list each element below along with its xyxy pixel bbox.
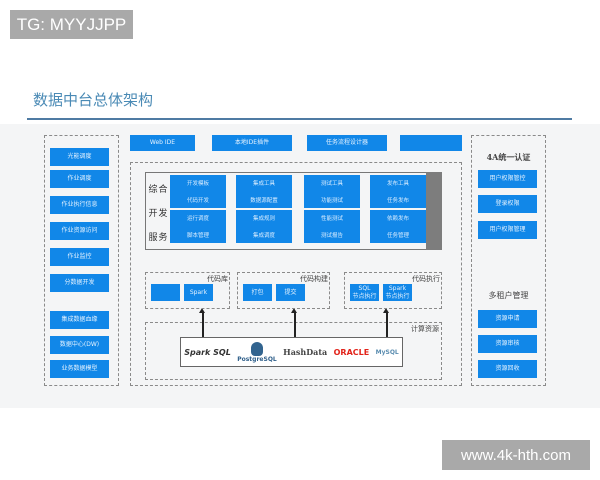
dev-service-cell-label: 脚本管理 <box>186 232 209 239</box>
oracle-logo: ORACLE <box>333 347 370 357</box>
auth-item: 登录权限 <box>478 195 537 213</box>
compute-resources-title: 计算资源 <box>411 325 439 333</box>
left-panel-item: 作业资源访问 <box>50 222 109 240</box>
dev-service-cell-label: 测试报告 <box>320 232 343 239</box>
dev-label-char: 服 <box>148 232 158 243</box>
dev-service-cell-label: 代码开发 <box>186 197 209 204</box>
code-section-item: SQL 节点执行 <box>350 284 379 301</box>
dev-service-box <box>145 172 428 250</box>
code-section-item: 打包 <box>243 284 272 301</box>
dev-service-cell: 开发模板代码开发 <box>170 175 226 208</box>
tenant-item: 资源申请 <box>478 310 537 328</box>
arrow-icon <box>199 308 205 337</box>
dev-service-cell-label: 开发模板 <box>186 181 209 188</box>
tenant-title: 多租户管理 <box>488 291 529 300</box>
left-panel <box>44 135 119 386</box>
dev-service-cell-label: 运行调度 <box>186 216 209 223</box>
dev-service-cell: 发布工具任务发布 <box>370 175 426 208</box>
arrow-icon <box>291 308 297 337</box>
code-section-item <box>151 284 180 301</box>
dev-service-cell-label: 集成调度 <box>252 232 275 239</box>
tenant-item: 资源审核 <box>478 335 537 353</box>
dev-service-cell-label: 集成规则 <box>252 216 275 223</box>
dev-service-cell: 测试工具功能测试 <box>304 175 360 208</box>
title-divider <box>27 118 572 120</box>
top-button <box>400 135 462 151</box>
code-section-title: 代码执行 <box>412 275 440 283</box>
dev-service-cell: 运行调度脚本管理 <box>170 210 226 243</box>
left-panel-item: 集成数据血缘 <box>50 311 109 329</box>
postgresql-elephant-icon <box>250 341 263 356</box>
left-panel-item: 作业调度 <box>50 170 109 188</box>
postgresql-logo: PostgreSQL <box>237 341 277 363</box>
page-title: 数据中台总体架构 <box>33 91 154 109</box>
watermark-top-left: TG: MYYJJPP <box>10 10 133 39</box>
dev-service-cell-label: 功能测试 <box>320 197 343 204</box>
tenant-item: 资源回收 <box>478 360 537 378</box>
dev-label-char: 发 <box>158 208 168 219</box>
left-panel-item: 业务数据模型 <box>50 360 109 378</box>
mysql-logo: MySQL <box>375 348 399 356</box>
code-section-panel <box>237 272 330 309</box>
right-panel <box>471 135 546 386</box>
left-panel-item: 分数据开发 <box>50 274 109 292</box>
auth-title: 4A统一认证 <box>486 152 531 162</box>
auth-item: 用户权限管理 <box>478 221 537 239</box>
left-panel-item: 作业执行信息 <box>50 196 109 214</box>
code-section-title: 代码库 <box>207 275 228 283</box>
dev-service-cell-label: 测试工具 <box>320 181 343 188</box>
code-section-panel <box>145 272 230 309</box>
top-button: Web IDE <box>130 135 195 151</box>
dev-service-cell-label: 任务管理 <box>386 232 409 239</box>
code-section-item: 提交 <box>276 284 305 301</box>
dev-service-cell-label: 集成工具 <box>252 181 275 188</box>
compute-resources-panel <box>145 322 442 380</box>
dev-service-scroll-bar <box>426 172 442 250</box>
dev-service-cell: 集成工具数据源配置 <box>236 175 292 208</box>
auth-item: 用户权限管控 <box>478 170 537 188</box>
main-panel <box>130 162 462 386</box>
arrow-icon <box>383 308 389 337</box>
dev-service-label: 综合开发服务 <box>148 176 168 248</box>
hashdata-logo: HashData <box>283 347 328 357</box>
dev-service-cell-label: 任务发布 <box>386 197 409 204</box>
top-button: 本地IDE插件 <box>212 135 292 151</box>
left-panel-item: 数据中心(DW) <box>50 336 109 354</box>
left-panel-item: 光能调度 <box>50 148 109 166</box>
top-button: 任务流程设计器 <box>307 135 387 151</box>
watermark-bottom-right: www.4k-hth.com <box>442 440 590 470</box>
dev-service-cell-label: 依赖发布 <box>386 216 409 223</box>
postgresql-logo-text: PostgreSQL <box>237 355 277 363</box>
code-section-title: 代码构建 <box>300 275 328 283</box>
dev-service-cell: 依赖发布任务管理 <box>370 210 426 243</box>
dev-service-cell-label: 性能测试 <box>320 216 343 223</box>
code-section-item: Spark <box>184 284 213 301</box>
dev-label-char: 综 <box>148 184 158 195</box>
left-panel-item: 作业监控 <box>50 248 109 266</box>
spark-sql-logo: Spark SQL <box>184 347 231 357</box>
code-section-item: Spark 节点执行 <box>383 284 412 301</box>
dev-service-cell: 集成规则集成调度 <box>236 210 292 243</box>
code-section-panel <box>344 272 442 309</box>
dev-service-cell-label: 发布工具 <box>386 181 409 188</box>
compute-logos-box: Spark SQL PostgreSQL HashData ORACLE MyS… <box>180 337 403 367</box>
dev-label-char: 务 <box>158 232 168 243</box>
dev-label-char: 合 <box>158 184 168 195</box>
dev-service-cell-label: 数据源配置 <box>250 197 278 204</box>
dev-service-cell: 性能测试测试报告 <box>304 210 360 243</box>
dev-label-char: 开 <box>148 208 158 219</box>
